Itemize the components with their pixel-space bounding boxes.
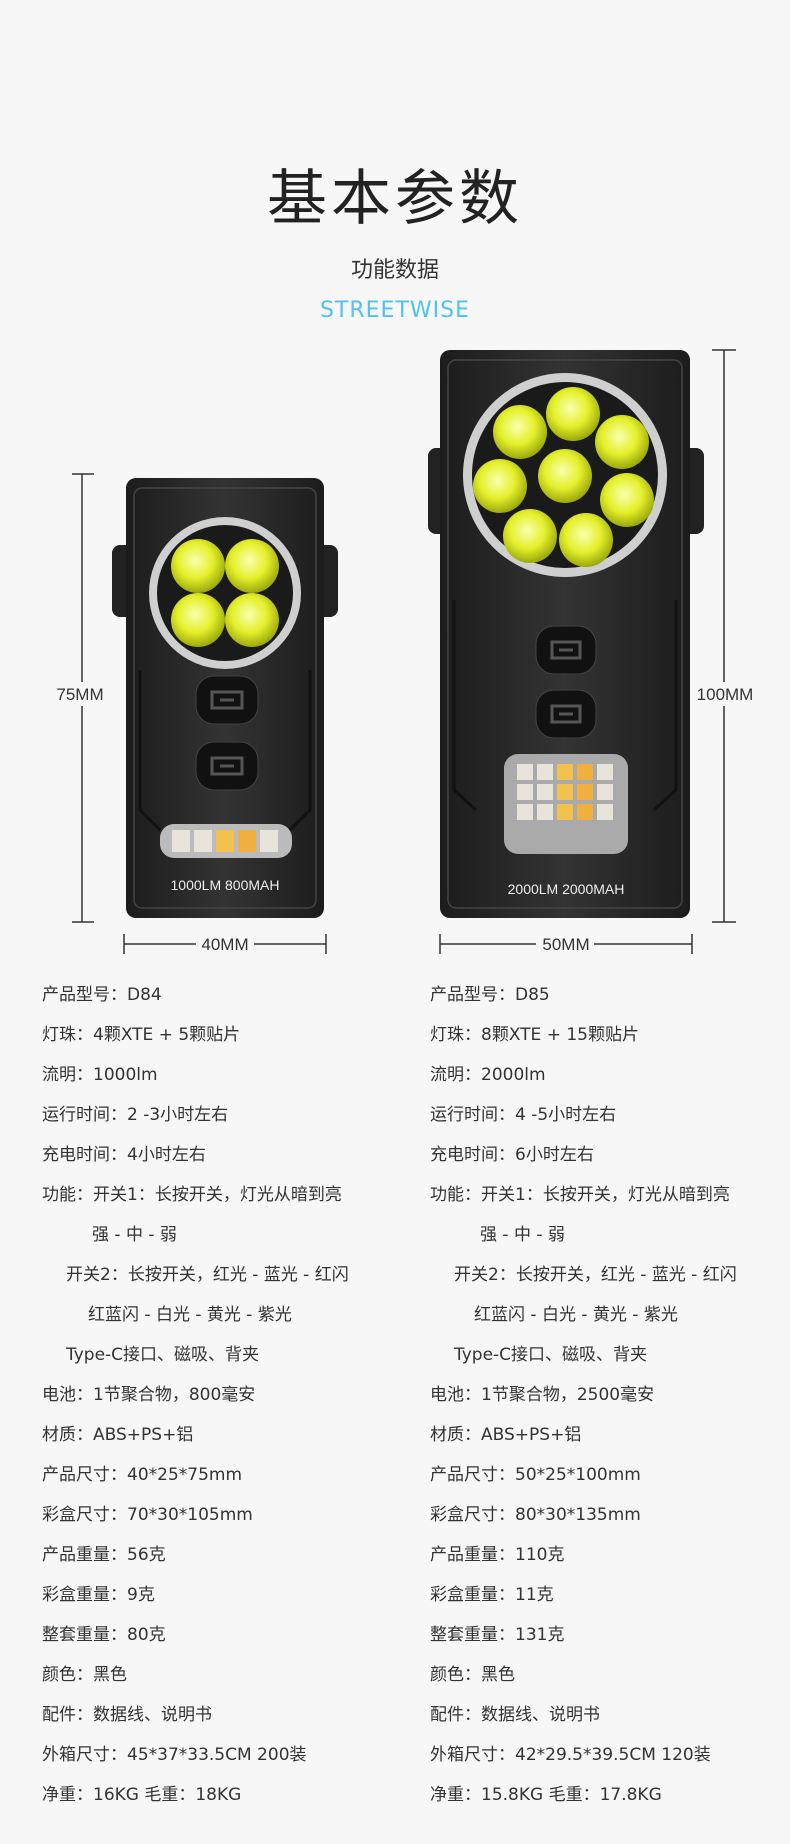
product-d85: 2000LM 2000MAH 100MM 50MM	[428, 349, 760, 955]
product-d84: 1000LM 800MAH 75MM 40MM	[52, 473, 338, 955]
spec-product-size: 产品尺寸：50*25*100mm	[430, 1465, 641, 1485]
spec-set-weight: 整套重量：80克	[42, 1625, 166, 1645]
spec-color: 颜色：黑色	[42, 1665, 127, 1685]
led-icon	[225, 539, 279, 593]
spec-function-line: Type-C接口、磁吸、背夹	[454, 1345, 648, 1365]
spec-net-gross-weight: 净重：16KG 毛重：18KG	[42, 1785, 242, 1805]
spec-material: 材质：ABS+PS+铝	[430, 1425, 582, 1445]
spec-function-line: 红蓝闪 - 白光 - 黄光 - 紫光	[88, 1305, 292, 1325]
spec-function: 功能：开关1：长按开关，灯光从暗到亮	[42, 1185, 342, 1205]
spec-charge-time: 充电时间：4小时左右	[42, 1145, 206, 1165]
spec-model: 产品型号：D84	[42, 985, 162, 1005]
spec-lumen: 流明：2000lm	[430, 1065, 546, 1085]
spec-function-line: 开关2：长按开关，红光 - 蓝光 - 红闪	[66, 1265, 349, 1285]
spec-color: 颜色：黑色	[430, 1665, 515, 1685]
spec-function-line: 强 - 中 - 弱	[92, 1225, 177, 1245]
spec-function: 功能：开关1：长按开关，灯光从暗到亮	[430, 1185, 730, 1205]
spec-function-line: Type-C接口、磁吸、背夹	[66, 1345, 260, 1365]
led-icon	[503, 509, 557, 563]
spec-model: 产品型号：D85	[430, 985, 550, 1005]
width-label: 50MM	[542, 935, 589, 954]
spec-accessories: 配件：数据线、说明书	[42, 1705, 212, 1725]
spec-led: 灯珠：4颗XTE + 5颗贴片	[42, 1025, 241, 1045]
spec-box-size: 彩盒尺寸：80*30*135mm	[430, 1505, 641, 1525]
spec-set-weight: 整套重量：131克	[430, 1625, 565, 1645]
spec-net-gross-weight: 净重：15.8KG 毛重：17.8KG	[430, 1785, 662, 1805]
page-title: 基本参数	[267, 164, 523, 234]
height-label: 75MM	[56, 685, 103, 704]
spec-runtime: 运行时间：4 -5小时左右	[430, 1105, 617, 1125]
product-illustration: 1000LM 800MAH 75MM 40MM	[52, 349, 760, 955]
smd-matrix	[504, 754, 628, 854]
spec-battery: 电池：1节聚合物，2500毫安	[430, 1385, 655, 1405]
spec-runtime: 运行时间：2 -3小时左右	[42, 1105, 229, 1125]
led-icon	[171, 539, 225, 593]
spec-product-weight: 产品重量：110克	[430, 1545, 565, 1565]
led-icon	[600, 473, 654, 527]
brand-name: STREETWISE	[319, 298, 471, 323]
page-subtitle: 功能数据	[350, 258, 439, 283]
height-label: 100MM	[697, 685, 754, 704]
led-icon	[538, 449, 592, 503]
spec-product-size: 产品尺寸：40*25*75mm	[42, 1465, 243, 1485]
led-icon	[225, 593, 279, 647]
led-icon	[473, 459, 527, 513]
model-tag: 1000LM 800MAH	[171, 877, 280, 893]
width-label: 40MM	[201, 935, 248, 954]
spec-accessories: 配件：数据线、说明书	[430, 1705, 600, 1725]
spec-charge-time: 充电时间：6小时左右	[430, 1145, 594, 1165]
spec-carton-size: 外箱尺寸：45*37*33.5CM 200装	[42, 1745, 307, 1765]
led-icon	[493, 405, 547, 459]
led-icon	[595, 415, 649, 469]
led-icon	[559, 513, 613, 567]
led-icon	[546, 387, 600, 441]
spec-battery: 电池：1节聚合物，800毫安	[42, 1385, 256, 1405]
spec-function-line: 强 - 中 - 弱	[480, 1225, 565, 1245]
spec-led: 灯珠：8颗XTE + 15颗贴片	[430, 1025, 639, 1045]
spec-material: 材质：ABS+PS+铝	[42, 1425, 194, 1445]
spec-box-weight: 彩盒重量：9克	[42, 1585, 155, 1605]
spec-carton-size: 外箱尺寸：42*29.5*39.5CM 120装	[430, 1745, 711, 1765]
model-tag: 2000LM 2000MAH	[508, 881, 625, 897]
spec-function-line: 红蓝闪 - 白光 - 黄光 - 紫光	[474, 1305, 678, 1325]
led-icon	[171, 593, 225, 647]
spec-lumen: 流明：1000lm	[42, 1065, 158, 1085]
spec-product-weight: 产品重量：56克	[42, 1545, 166, 1565]
spec-function-line: 开关2：长按开关，红光 - 蓝光 - 红闪	[454, 1265, 737, 1285]
spec-box-size: 彩盒尺寸：70*30*105mm	[42, 1505, 253, 1525]
spec-box-weight: 彩盒重量：11克	[430, 1585, 554, 1605]
